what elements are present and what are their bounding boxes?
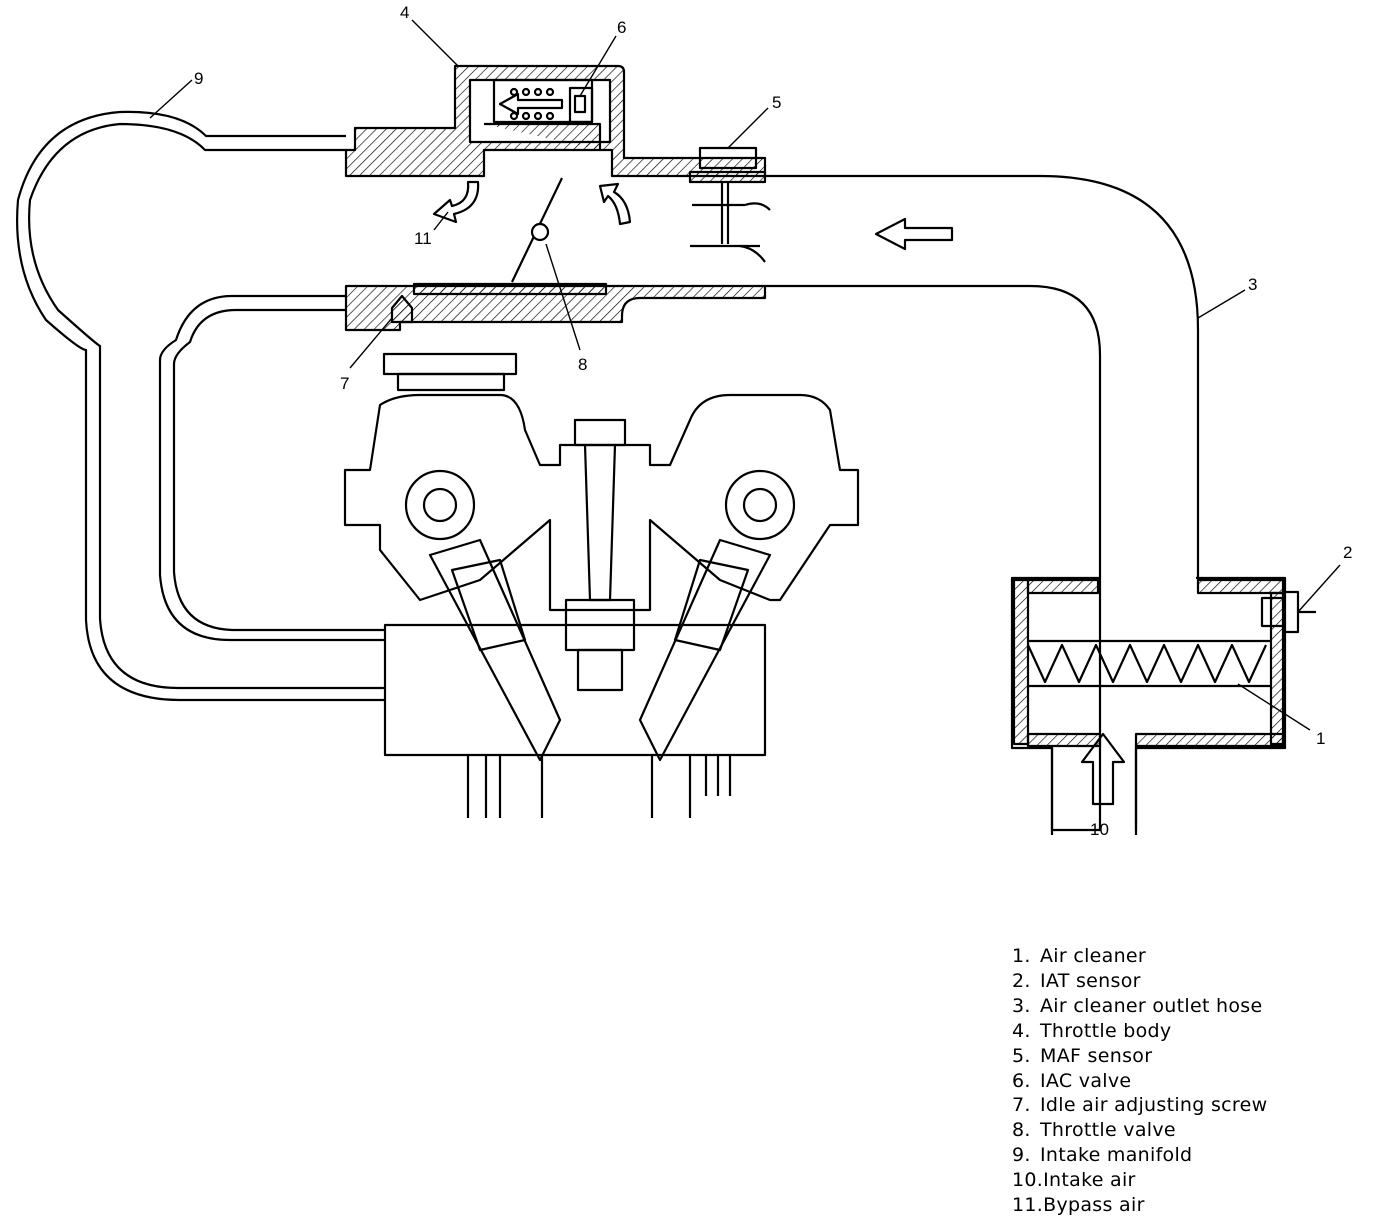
legend-item: 4. Throttle body — [1012, 1019, 1267, 1044]
bypass-air-arrow-in — [598, 182, 632, 226]
legend-text: Intake air — [1043, 1169, 1136, 1192]
legend-text: IAT sensor — [1040, 969, 1141, 992]
legend-item: 8. Throttle valve — [1012, 1118, 1267, 1143]
legend-item: 1. Air cleaner — [1012, 944, 1267, 969]
legend-text: Air cleaner outlet hose — [1040, 994, 1263, 1017]
legend-item: 9. Intake manifold — [1012, 1143, 1267, 1168]
legend-item: 5. MAF sensor — [1012, 1044, 1267, 1069]
legend-number: 5. — [1012, 1044, 1031, 1067]
throttle-body — [344, 64, 767, 332]
legend-text: Throttle body — [1040, 1019, 1172, 1042]
callout-3: 3 — [1248, 275, 1257, 294]
callout-10: 10 — [1090, 820, 1109, 839]
legend-text: MAF sensor — [1040, 1044, 1153, 1067]
legend-number: 4. — [1012, 1019, 1031, 1042]
throttle-valve — [511, 177, 563, 283]
legend-text: Throttle valve — [1040, 1119, 1176, 1142]
air-cleaner-outlet-hose — [765, 174, 1200, 578]
legend-number: 6. — [1012, 1069, 1031, 1092]
callout-4: 4 — [400, 3, 409, 22]
legend-number: 8. — [1012, 1119, 1031, 1142]
legend-text: Bypass air — [1043, 1194, 1145, 1217]
air-cleaner — [1010, 576, 1287, 835]
iac-valve — [484, 78, 602, 150]
callout-9: 9 — [194, 69, 203, 88]
legend-number: 10. — [1012, 1169, 1044, 1192]
legend: 1. Air cleaner 2. IAT sensor 3. Air cleaner… — [1012, 944, 1267, 1218]
callout-11: 11 — [414, 229, 432, 248]
legend-item: 3. Air cleaner outlet hose — [1012, 994, 1267, 1019]
callout-8: 8 — [578, 355, 587, 374]
callout-6: 6 — [617, 18, 626, 37]
cylinder-head — [343, 352, 860, 818]
callout-5: 5 — [772, 93, 781, 112]
callout-7: 7 — [340, 374, 349, 393]
intake-manifold — [16, 110, 385, 702]
legend-number: 3. — [1012, 994, 1031, 1017]
callout-1: 1 — [1316, 729, 1325, 748]
legend-item: 2. IAT sensor — [1012, 969, 1267, 994]
legend-item: 7. Idle air adjusting screw — [1012, 1093, 1267, 1118]
legend-number: 1. — [1012, 945, 1031, 967]
legend-text: Intake manifold — [1040, 1144, 1193, 1167]
legend-text: Air cleaner — [1040, 945, 1147, 967]
legend-text: Idle air adjusting screw — [1040, 1094, 1268, 1117]
bypass-air-arrow-out — [432, 180, 480, 224]
idle-air-adjusting-screw — [390, 294, 414, 324]
leader-lines — [149, 19, 1341, 731]
legend-item: 10.Intake air — [1012, 1168, 1267, 1193]
legend-item: 11.Bypass air — [1012, 1193, 1267, 1218]
legend-number: 9. — [1012, 1144, 1031, 1167]
intake-air-arrow — [1080, 732, 1126, 806]
legend-number: 2. — [1012, 969, 1031, 992]
airflow-arrow — [874, 217, 954, 251]
legend-text: IAC valve — [1040, 1069, 1132, 1092]
legend-number: 11. — [1012, 1194, 1044, 1217]
callout-labels: 1 2 3 4 5 6 7 8 9 10 11 — [194, 3, 1352, 839]
legend-number: 7. — [1012, 1094, 1031, 1117]
callout-2: 2 — [1343, 543, 1352, 562]
legend-item: 6. IAC valve — [1012, 1069, 1267, 1094]
